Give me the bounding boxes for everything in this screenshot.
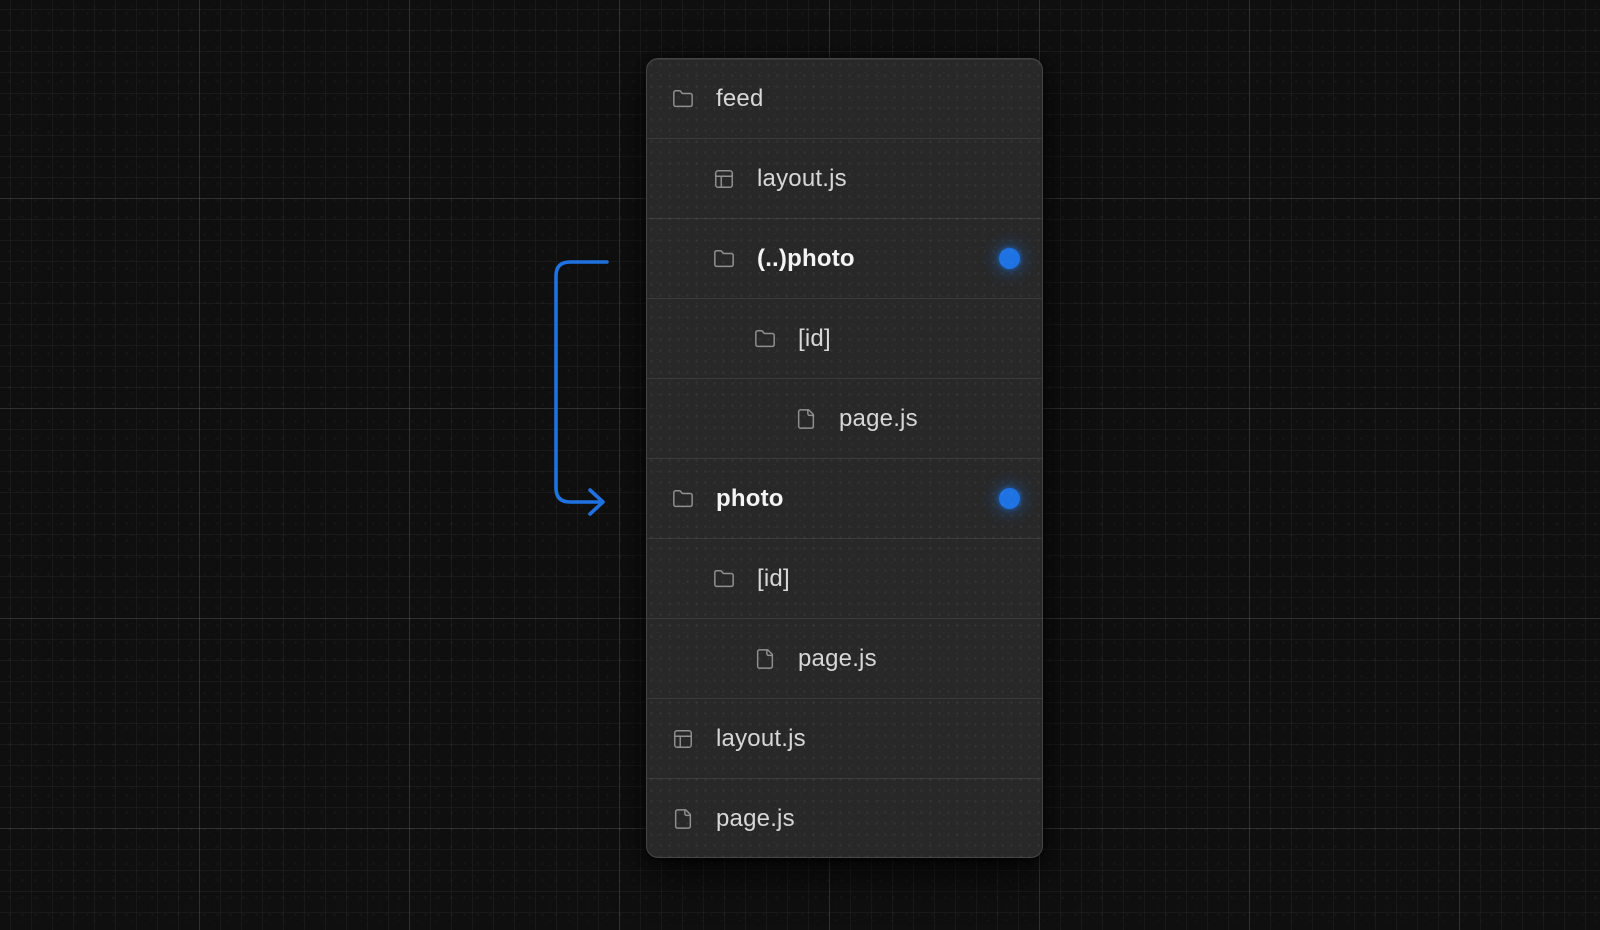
tree-row-label: page.js: [839, 404, 918, 432]
tree-row-label: layout.js: [716, 724, 806, 752]
layout-icon: [713, 168, 735, 190]
tree-row-label: photo: [716, 484, 784, 512]
tree-row: page.js: [647, 379, 1042, 459]
folder-icon: [713, 248, 735, 270]
file-tree-rows: feed layout.js (..)photo [id] page.js ph…: [647, 59, 1042, 857]
intercept-route-arrow: [554, 260, 609, 516]
tree-row-label: layout.js: [757, 164, 847, 192]
file-icon: [754, 648, 776, 670]
tree-row: [id]: [647, 539, 1042, 619]
tree-row: (..)photo: [647, 219, 1042, 299]
tree-row: page.js: [647, 779, 1042, 857]
tree-row-label: [id]: [757, 564, 790, 592]
active-route-dot: [999, 248, 1020, 269]
folder-icon: [672, 88, 694, 110]
folder-icon: [754, 328, 776, 350]
tree-row-label: feed: [716, 84, 764, 112]
tree-row: page.js: [647, 619, 1042, 699]
layout-icon: [672, 728, 694, 750]
file-tree-panel: feed layout.js (..)photo [id] page.js ph…: [646, 58, 1043, 858]
file-icon: [672, 808, 694, 830]
tree-row-label: page.js: [798, 644, 877, 672]
active-route-dot: [999, 488, 1020, 509]
tree-row: layout.js: [647, 139, 1042, 219]
file-icon: [795, 408, 817, 430]
tree-row-label: (..)photo: [757, 244, 855, 272]
tree-row: photo: [647, 459, 1042, 539]
folder-icon: [672, 488, 694, 510]
tree-row-label: [id]: [798, 324, 831, 352]
arrow-head-icon: [588, 488, 605, 516]
tree-row: [id]: [647, 299, 1042, 379]
tree-row: layout.js: [647, 699, 1042, 779]
folder-icon: [713, 568, 735, 590]
tree-row-label: page.js: [716, 805, 795, 832]
tree-row: feed: [647, 59, 1042, 139]
